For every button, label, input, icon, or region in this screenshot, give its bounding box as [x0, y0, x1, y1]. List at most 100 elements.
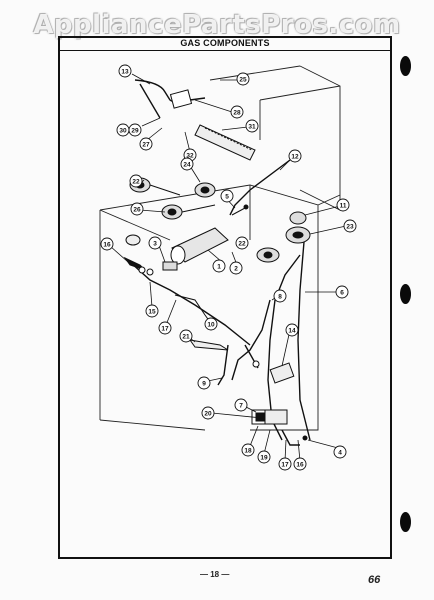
part-number-label: 11 [340, 202, 347, 209]
callout-p5: 5 [220, 189, 234, 203]
callout-circle [100, 237, 114, 251]
callout-circle [204, 317, 218, 331]
part-number-label: 24 [183, 161, 191, 168]
part-number-label: 14 [288, 327, 296, 334]
callout-circle [180, 157, 194, 171]
part-number-label: 10 [207, 321, 215, 328]
callout-p8: 8 [273, 289, 287, 303]
part-number-label: 2 [234, 265, 238, 272]
callout-p22b: 22 [235, 236, 249, 250]
part-number-label: 31 [248, 123, 256, 130]
part-number-label: 1 [217, 263, 221, 270]
callout-circle [336, 198, 350, 212]
callout-p22a: 22 [129, 174, 143, 188]
callout-circle [288, 149, 302, 163]
part-number-label: 13 [121, 68, 129, 75]
callout-p11: 11 [336, 198, 350, 212]
callout-circle [235, 236, 249, 250]
callout-circle [197, 376, 211, 390]
callout-circle [293, 457, 307, 471]
callout-circle [333, 445, 347, 459]
callout-p19: 19 [257, 450, 271, 464]
callout-p16a: 16 [100, 237, 114, 251]
part-number-label: 16 [103, 241, 111, 248]
callout-circle [139, 137, 153, 151]
callout-circle [234, 398, 248, 412]
callout-p23: 23 [343, 219, 357, 233]
part-number-label: 25 [239, 76, 247, 83]
callout-circle [273, 289, 287, 303]
callout-p9: 9 [197, 376, 211, 390]
part-number-label: 19 [260, 454, 268, 461]
corner-mark: 66 [368, 574, 381, 586]
callout-circle [129, 174, 143, 188]
part-number-label: 7 [239, 402, 243, 409]
callout-circle [230, 105, 244, 119]
callout-p16b: 16 [293, 457, 307, 471]
part-number-label: 5 [225, 193, 229, 200]
callout-circle [229, 261, 243, 275]
callout-circle [278, 457, 292, 471]
callout-circle [236, 72, 250, 86]
callout-p13: 13 [118, 64, 132, 78]
part-number-label: 16 [296, 461, 304, 468]
diagram-title: GAS COMPONENTS [180, 38, 270, 48]
callout-p3: 3 [148, 236, 162, 250]
callout-p30: 30 [116, 123, 130, 137]
binder-hole-top [400, 56, 411, 76]
binder-hole-middle [400, 284, 411, 304]
part-number-label: 20 [204, 410, 212, 417]
callout-p21: 21 [179, 329, 193, 343]
callout-circle [118, 64, 132, 78]
part-number-label: 17 [281, 461, 289, 468]
callout-leaders [109, 73, 347, 462]
page-number: — 18 — [200, 570, 230, 579]
callout-circle [212, 259, 226, 273]
part-number-label: 6 [340, 289, 344, 296]
callout-circle [145, 304, 159, 318]
part-number-label: 26 [133, 206, 141, 213]
part-number-label: 30 [119, 127, 127, 134]
callout-p14: 14 [285, 323, 299, 337]
callout-circle [130, 202, 144, 216]
components [123, 89, 311, 441]
callout-p15: 15 [145, 304, 159, 318]
callout-circle [245, 119, 259, 133]
callout-circle [201, 406, 215, 420]
callout-p1: 1 [212, 259, 226, 273]
diagram-frame [58, 36, 392, 559]
callout-circle [179, 329, 193, 343]
part-number-label: 9 [202, 380, 206, 387]
callout-p7: 7 [234, 398, 248, 412]
binder-hole-bottom [400, 512, 411, 532]
callout-circle [285, 323, 299, 337]
part-number-label: 18 [244, 447, 252, 454]
part-number-label: 3 [153, 240, 157, 247]
part-number-label: 32 [186, 152, 194, 159]
callout-circle [220, 189, 234, 203]
callout-circle [343, 219, 357, 233]
callout-p31: 31 [245, 119, 259, 133]
part-number-label: 8 [278, 293, 282, 300]
callout-p26: 26 [130, 202, 144, 216]
part-number-label: 15 [148, 308, 156, 315]
callout-circle [158, 321, 172, 335]
part-number-label: 22 [238, 240, 246, 247]
callout-p28: 28 [230, 105, 244, 119]
part-number-label: 17 [161, 325, 169, 332]
title-divider [58, 50, 392, 51]
part-number-label: 28 [233, 109, 241, 116]
callout-circle [335, 285, 349, 299]
callout-p4: 4 [333, 445, 347, 459]
part-number-label: 21 [182, 333, 190, 340]
callout-circle [148, 236, 162, 250]
callout-p18: 18 [241, 443, 255, 457]
callout-p27: 27 [139, 137, 153, 151]
callout-p25: 25 [236, 72, 250, 86]
callout-p24: 24 [180, 157, 194, 171]
part-number-label: 29 [131, 127, 139, 134]
part-number-label: 12 [291, 153, 299, 160]
